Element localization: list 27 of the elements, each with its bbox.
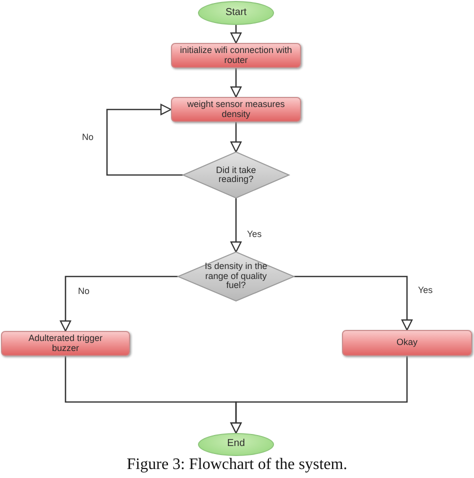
node-label: Start [225, 8, 247, 18]
node-label: weight sensor measures density [186, 100, 286, 119]
edge-label: No [78, 286, 90, 296]
arrow [230, 122, 242, 153]
node-label: Okay [396, 338, 418, 348]
node-label: initialize wifi connection with router [178, 46, 294, 65]
arrow [230, 198, 242, 253]
node-label: End [227, 439, 245, 450]
arrow [60, 276, 178, 332]
figure-caption: Figure 3: Flowchart of the system. [126, 456, 348, 474]
arrow [230, 68, 242, 98]
arrow [294, 276, 413, 331]
decision-diamond [183, 152, 289, 198]
edge-label: No [82, 132, 94, 142]
arrow [230, 25, 242, 44]
process-box [171, 97, 301, 122]
edge-label: Yes [418, 285, 433, 295]
node-label: Is density in the range of quality fuel? [204, 262, 268, 291]
node-label: Adulterated trigger buzzer [27, 334, 104, 353]
arrow [230, 356, 408, 434]
process-box [171, 43, 301, 68]
arrow [106, 104, 183, 176]
edge-label: Yes [247, 229, 262, 239]
process-box [342, 330, 472, 356]
node-label: Did it take reading? [214, 166, 258, 184]
process-box [1, 331, 130, 356]
decision-diamond [178, 252, 294, 301]
